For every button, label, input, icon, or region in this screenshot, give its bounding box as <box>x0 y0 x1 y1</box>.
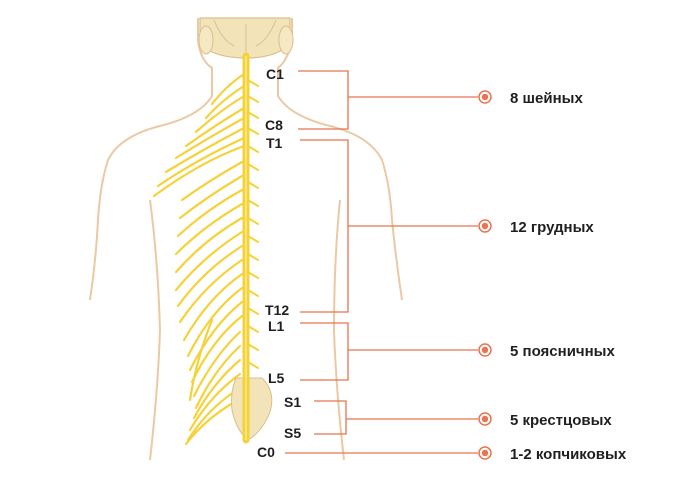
bullet-target-icon <box>478 446 492 460</box>
bracket-thoracic <box>300 139 478 313</box>
bracket-connectors <box>285 70 478 454</box>
group-labels: 8 шейных 12 грудных 5 поясничных 5 крест… <box>510 90 627 463</box>
left-nerve-branches <box>152 72 246 446</box>
segment-label-c8: C8 <box>265 117 283 133</box>
group-label-thoracic: 12 грудных <box>510 219 594 236</box>
segment-label-t1: T1 <box>266 135 283 151</box>
group-label-cervical: 8 шейных <box>510 90 583 107</box>
segment-label-l5: L5 <box>268 370 285 386</box>
segment-labels: C1 C8 T1 T12 L1 L5 S1 S5 C0 <box>257 66 301 460</box>
bracket-cervical <box>298 70 478 130</box>
segment-label-s5: S5 <box>284 425 301 441</box>
skull-base <box>198 17 294 59</box>
segment-label-l1: L1 <box>268 318 285 334</box>
segment-label-s1: S1 <box>284 394 301 410</box>
bullet-target-icon <box>478 90 492 104</box>
group-label-lumbar: 5 поясничных <box>510 343 615 360</box>
bullet-icons <box>478 90 492 460</box>
segment-label-c0: C0 <box>257 444 275 460</box>
right-nerve-roots <box>247 79 259 369</box>
group-label-coccygeal: 1-2 копчиковых <box>510 446 627 463</box>
body-outline <box>89 18 403 461</box>
segment-label-t12: T12 <box>265 302 289 318</box>
segment-label-c1: C1 <box>266 66 284 82</box>
bullet-target-icon <box>478 343 492 357</box>
group-label-sacral: 5 крестцовых <box>510 412 612 429</box>
bullet-target-icon <box>478 219 492 233</box>
bracket-sacral <box>314 400 478 435</box>
sacrum-bone <box>231 377 273 441</box>
bullet-target-icon <box>478 412 492 426</box>
bracket-lumbar <box>300 322 478 381</box>
